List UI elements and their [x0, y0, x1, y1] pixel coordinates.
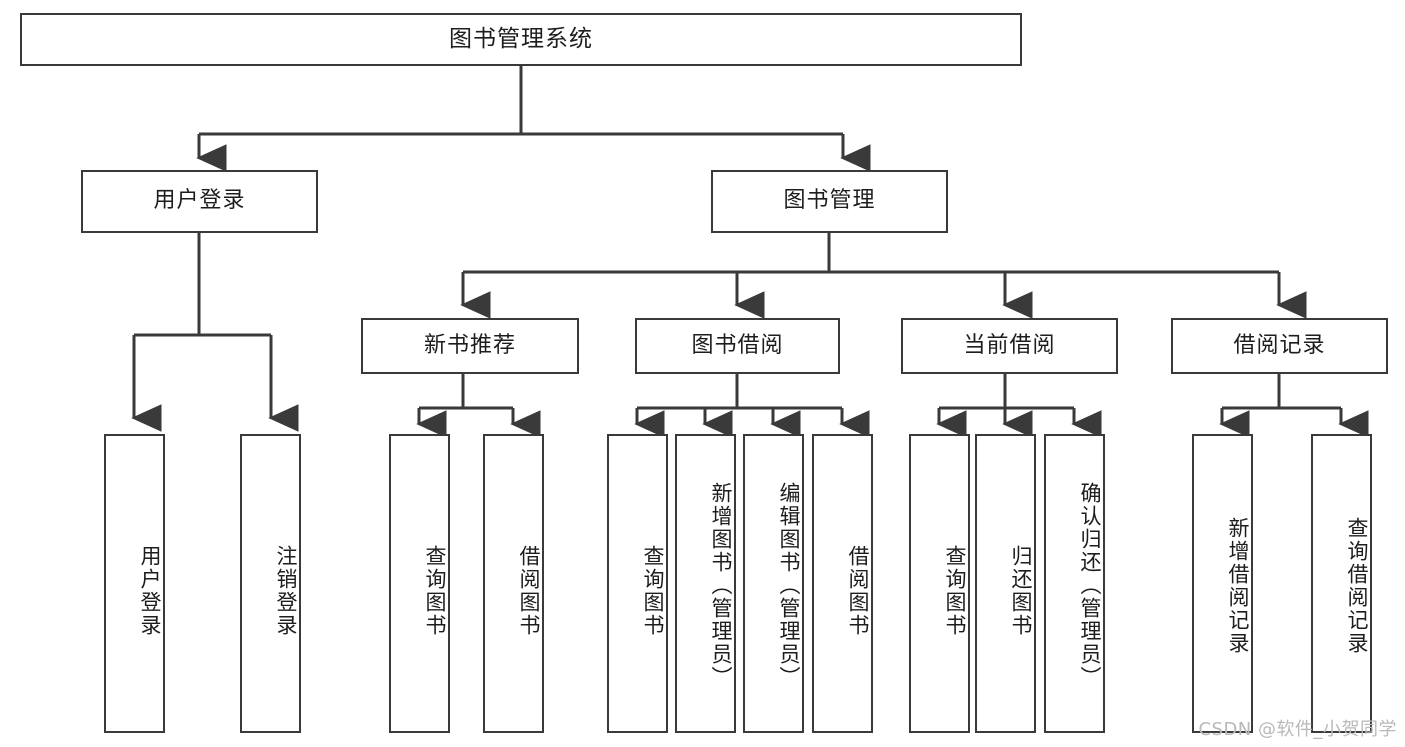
leaf-borrow-borrow-book[interactable]: 借阅图书 [812, 434, 873, 733]
node-label: 查询图书 [423, 544, 447, 637]
node-label: 确认归还（管理员） [1078, 482, 1102, 689]
leaf-record-add-borrow-record[interactable]: 新增借阅记录 [1192, 434, 1253, 733]
node-label: 当前借阅 [963, 332, 1056, 358]
leaf-current-confirm-return-admin[interactable]: 确认归还（管理员） [1044, 434, 1105, 733]
node-book-management[interactable]: 图书管理 [711, 170, 948, 233]
node-label: 查询图书 [943, 544, 967, 637]
node-root-system[interactable]: 图书管理系统 [20, 13, 1022, 66]
leaf-record-query-borrow-record[interactable]: 查询借阅记录 [1311, 434, 1372, 733]
node-label: 图书借阅 [691, 332, 784, 358]
node-label: 借阅图书 [846, 544, 870, 637]
node-label: 用户登录 [153, 188, 246, 214]
node-label: 查询图书 [641, 544, 665, 637]
leaf-current-query-book[interactable]: 查询图书 [909, 434, 970, 733]
node-label: 用户登录 [138, 544, 162, 637]
leaf-recommend-borrow-book[interactable]: 借阅图书 [483, 434, 544, 733]
leaf-recommend-query-book[interactable]: 查询图书 [389, 434, 450, 733]
leaf-borrow-query-book[interactable]: 查询图书 [607, 434, 668, 733]
node-label: 编辑图书（管理员） [777, 482, 801, 689]
node-label: 归还图书 [1009, 544, 1033, 637]
leaf-user-login[interactable]: 用户登录 [104, 434, 165, 733]
node-label: 新增借阅记录 [1226, 516, 1250, 655]
leaf-current-return-book[interactable]: 归还图书 [975, 434, 1036, 733]
leaf-user-logout[interactable]: 注销登录 [240, 434, 301, 733]
node-label: 图书管理 [783, 188, 876, 214]
leaf-borrow-add-book-admin[interactable]: 新增图书（管理员） [675, 434, 736, 733]
node-label: 新书推荐 [423, 332, 516, 358]
node-new-book-recommend[interactable]: 新书推荐 [361, 318, 579, 374]
node-label: 新增图书（管理员） [709, 482, 733, 689]
node-book-borrow[interactable]: 图书借阅 [635, 318, 840, 374]
node-label: 借阅图书 [517, 544, 541, 637]
leaf-borrow-edit-book-admin[interactable]: 编辑图书（管理员） [743, 434, 804, 733]
node-borrow-record[interactable]: 借阅记录 [1171, 318, 1388, 374]
watermark-text: CSDN @软件_小贺同学 [1198, 719, 1397, 740]
node-label: 注销登录 [274, 544, 298, 637]
node-label: 查询借阅记录 [1345, 516, 1369, 655]
node-user-login[interactable]: 用户登录 [81, 170, 318, 233]
node-label: 图书管理系统 [449, 25, 593, 52]
node-current-borrow[interactable]: 当前借阅 [901, 318, 1118, 374]
node-label: 借阅记录 [1233, 332, 1326, 358]
